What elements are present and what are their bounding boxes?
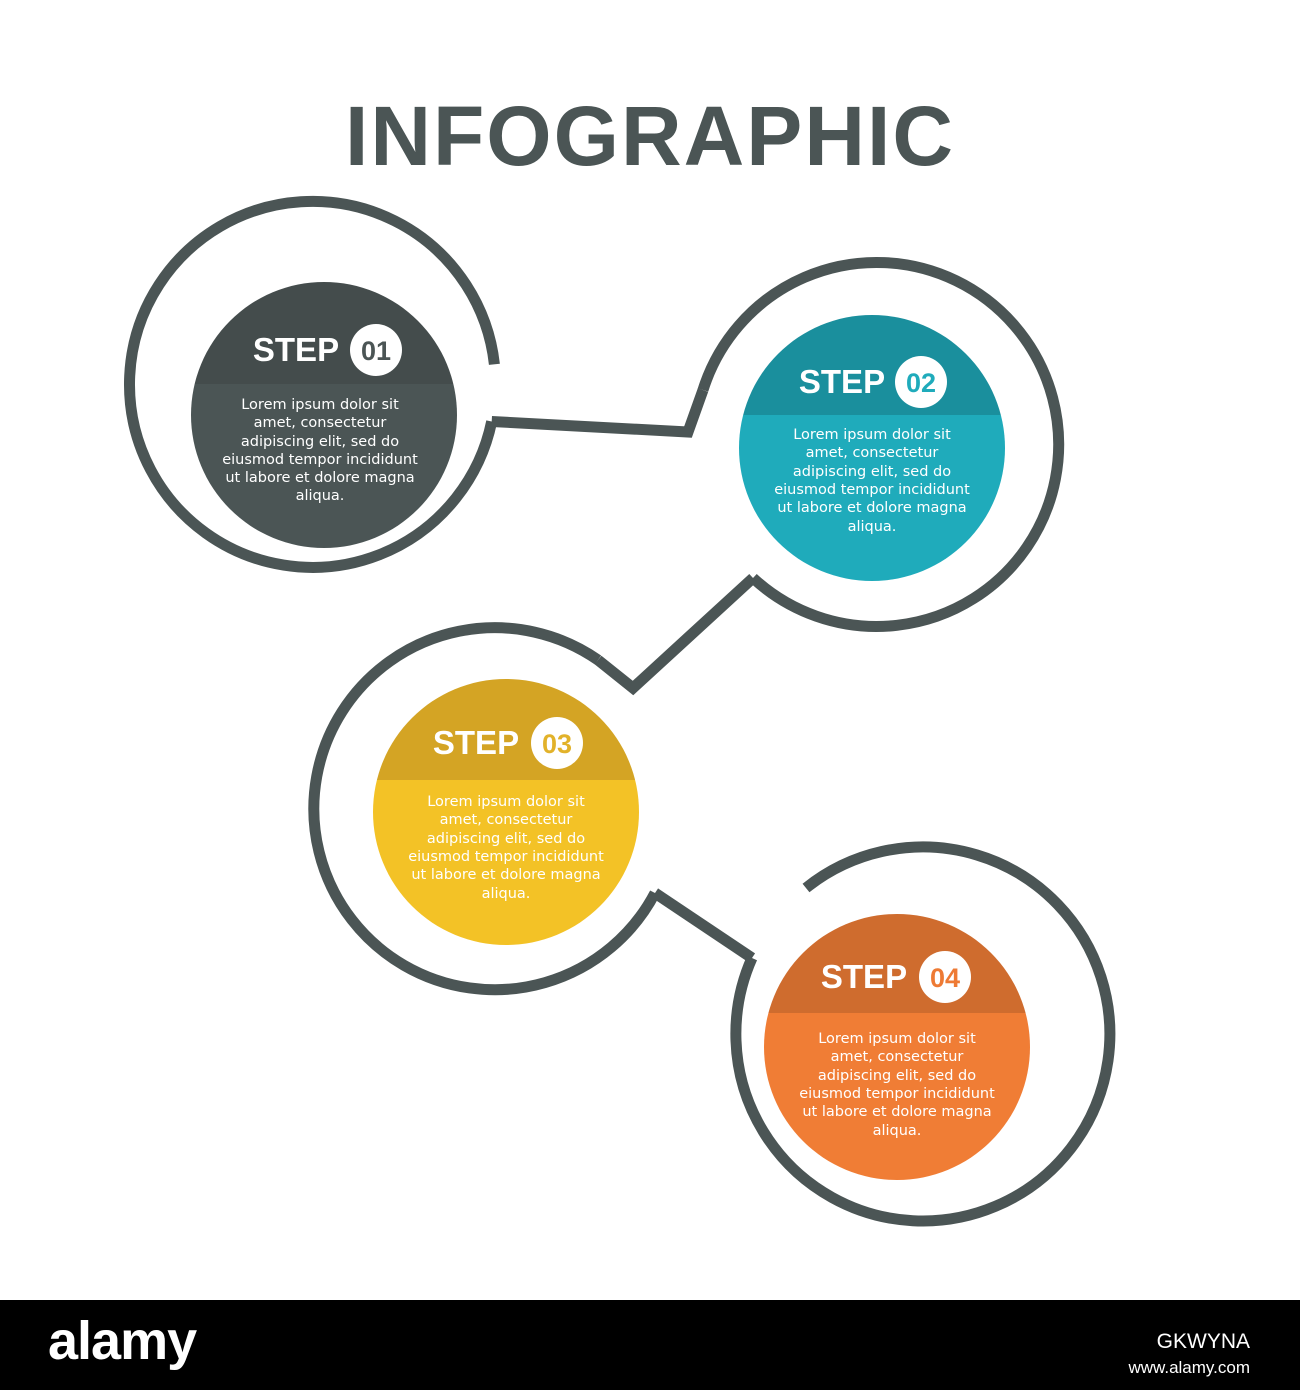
step-02-text-line: adipiscing elit, sed do [793,464,951,480]
step-03-text-line: amet, consectetur [440,812,573,828]
ring-step-02 [697,257,1065,632]
step-04-text-line: eiusmod tempor incididunt [799,1086,995,1102]
step-02-label: STEP [799,363,885,400]
connector-02-03 [594,573,757,696]
step-01-text-line: Lorem ipsum dolor sit [241,397,399,413]
connector-01-02 [491,388,709,438]
step-01-text: Lorem ipsum dolor sit amet, consectetur … [222,397,418,504]
step-02-text-line: ut labore et dolore magna [777,500,966,516]
step-01-text-line: adipiscing elit, sed do [241,434,399,450]
step-02-text-line: Lorem ipsum dolor sit [793,427,951,443]
step-03-text-line: ut labore et dolore magna [411,867,600,883]
step-01-number: 01 [361,336,391,366]
step-04-text-line: Lorem ipsum dolor sit [818,1031,976,1047]
step-02-text-line: aliqua. [848,519,897,535]
step-03-text: Lorem ipsum dolor sit amet, consectetur … [408,794,604,902]
step-01-text-line: eiusmod tempor incididunt [222,452,418,468]
step-03-text-line: adipiscing elit, sed do [427,831,585,847]
step-04-number-badge [919,951,971,1003]
stock-id: GKWYNA [1156,1330,1250,1353]
step-04-text-line: ut labore et dolore magna [802,1104,991,1120]
step-02-number: 02 [906,368,936,398]
step-01-text-line: aliqua. [296,488,345,504]
step-04: STEP 04 Lorem ipsum dolor sit amet, cons… [764,914,1030,1180]
step-02-text-line: eiusmod tempor incididunt [774,482,970,498]
step-04-number: 04 [930,963,960,993]
ring-step-01 [124,195,500,573]
ring-step-04 [730,841,1116,1227]
step-03-text-line: eiusmod tempor incididunt [408,849,604,865]
connector-03-04 [651,888,756,963]
step-03-number: 03 [542,729,572,759]
step-03-text-line: Lorem ipsum dolor sit [427,794,585,810]
step-03: STEP 03 Lorem ipsum dolor sit amet, cons… [373,679,639,945]
step-diagram: STEP 01 Lorem ipsum dolor sit amet, cons… [124,195,1116,1227]
step-03-text-line: aliqua. [482,886,531,902]
step-02-number-badge [895,356,947,408]
step-01-text-line: amet, consectetur [254,415,387,431]
step-01-number-badge [350,324,402,376]
brand-logo: alamy [48,1311,197,1371]
connector-outline [124,195,1116,1227]
step-01-label: STEP [253,331,339,368]
step-04-text: Lorem ipsum dolor sit amet, consectetur … [799,1031,995,1139]
step-03-label: STEP [433,724,519,761]
watermark-footer: alamy GKWYNA www.alamy.com [0,1300,1300,1390]
infographic-title: INFOGRAPHIC [345,89,955,183]
step-04-text-line: aliqua. [873,1123,922,1139]
step-01: STEP 01 Lorem ipsum dolor sit amet, cons… [191,282,457,548]
site-url: www.alamy.com [1128,1358,1250,1377]
step-01-text-line: ut labore et dolore magna [225,470,414,486]
step-04-text-line: amet, consectetur [831,1049,964,1065]
step-02: STEP 02 Lorem ipsum dolor sit amet, cons… [739,315,1005,581]
step-04-text-line: adipiscing elit, sed do [818,1068,976,1084]
step-02-text: Lorem ipsum dolor sit amet, consectetur … [774,427,970,535]
step-02-text-line: amet, consectetur [806,445,939,461]
step-04-label: STEP [821,958,907,995]
ring-step-03 [308,622,660,996]
step-03-number-badge [531,717,583,769]
